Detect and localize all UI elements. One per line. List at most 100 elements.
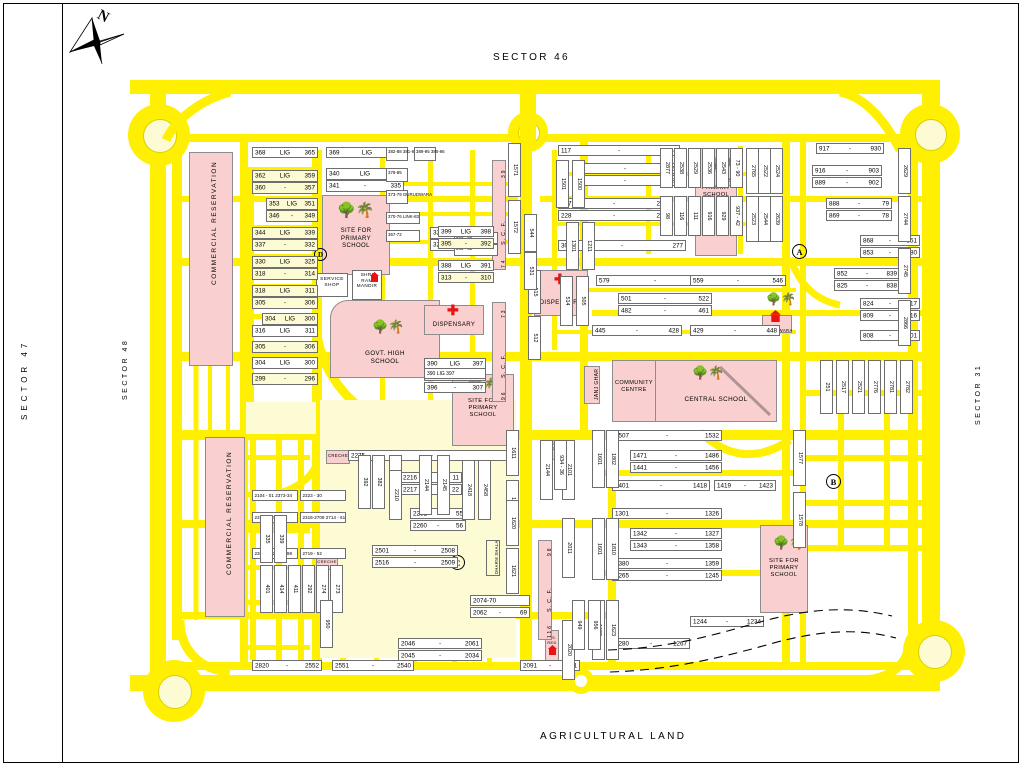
plot-vertical-41[interactable]: 292 xyxy=(302,565,315,613)
plot-row-east-top-6[interactable]: 853-880 xyxy=(860,247,920,258)
plot-row-southwest-5[interactable]: 2501-2508 xyxy=(372,545,458,556)
scf-mid-east[interactable] xyxy=(492,302,506,402)
plot-vertical-45[interactable]: 2517 xyxy=(836,360,849,414)
commercial-reservation-north[interactable] xyxy=(189,152,233,366)
plot-vertical-67[interactable]: 116 xyxy=(674,196,687,236)
plot-row-east-top-11[interactable]: 808-01 xyxy=(860,330,920,341)
plot-row-southeast-9[interactable]: 1265-1245 xyxy=(612,570,722,581)
plot-west-dense-0[interactable]: 2104 - 01 2373-34 xyxy=(252,490,298,501)
plot-row-east-top-1[interactable]: 916-903 xyxy=(812,165,882,176)
plot-row-lig-nw-ext-3[interactable]: 299-296 xyxy=(252,373,318,385)
plot-small-north-3[interactable]: 373-79 GURUDWARA xyxy=(386,190,432,204)
plot-row-east-top-10[interactable]: 809-16 xyxy=(860,310,920,321)
plot-vertical-61[interactable]: 2538 xyxy=(674,148,687,188)
dharm-shala[interactable] xyxy=(486,540,500,576)
govt-high-school[interactable] xyxy=(330,300,440,378)
plot-vertical-38[interactable]: 401 xyxy=(260,565,273,613)
plot-vertical-73[interactable]: 949 xyxy=(572,600,585,650)
plot-row-lig-nw-6[interactable]: 337-332 xyxy=(252,239,318,251)
plot-vertical-0[interactable]: 2144 xyxy=(540,440,553,500)
plot-small-north-4[interactable]: 370-76 LINK-83 xyxy=(386,212,420,224)
plot-small-north-2[interactable]: 378-85 xyxy=(386,168,408,182)
plot-row-southwest-10[interactable]: 2045-2034 xyxy=(398,650,482,661)
plot-vertical-34[interactable]: 392 xyxy=(358,455,371,509)
plot-vertical-31[interactable]: 512 xyxy=(528,316,541,360)
plot-row-centre-north-8[interactable]: 501-522 xyxy=(618,293,712,304)
plot-vertical-64[interactable]: 2543 xyxy=(716,148,729,188)
plot-vertical-55[interactable]: 2639 xyxy=(770,196,783,242)
plot-row-centre-north-7[interactable]: 559-546 xyxy=(690,275,786,286)
plot-vertical-44[interactable]: 251 xyxy=(820,360,833,414)
plot-row-lig-east-3[interactable]: 313-310 xyxy=(438,272,494,283)
plot-small-north-5[interactable]: 367-72 xyxy=(386,230,420,242)
plot-vertical-29[interactable]: 505 xyxy=(576,276,589,326)
plot-row-southwest-8[interactable]: 2062-69 xyxy=(470,607,530,618)
plot-vertical-57[interactable]: 2744 xyxy=(898,196,911,242)
community-centre[interactable] xyxy=(612,360,656,422)
plot-row-southeast-6[interactable]: 1342-1327 xyxy=(630,528,722,539)
plot-small-north-1[interactable]: 389-95 380-86 xyxy=(414,147,445,161)
plot-row-southeast-2[interactable]: 1441-1456 xyxy=(630,462,722,473)
plot-vertical-16[interactable]: 1611 xyxy=(506,430,519,476)
plot-vertical-7[interactable]: 2210 xyxy=(389,470,402,520)
plot-vertical-68[interactable]: 111 xyxy=(688,196,701,236)
lig-strip-center[interactable]: 390 LIG 397 xyxy=(424,368,486,379)
plot-vertical-4[interactable]: 2145 xyxy=(437,455,450,515)
plot-vertical-2[interactable]: 2011 xyxy=(562,518,575,578)
plot-vertical-18[interactable]: 1620 xyxy=(506,500,519,546)
plot-vertical-15[interactable]: 1623 xyxy=(606,600,619,660)
plot-vertical-65[interactable]: 73 - 90 xyxy=(730,148,743,188)
plot-row-east-top-9[interactable]: 824-17 xyxy=(860,298,920,309)
plot-row-centre-north-11[interactable]: 429-448 xyxy=(690,325,780,336)
plot-vertical-5[interactable]: 2144 xyxy=(419,455,432,515)
plot-vertical-43[interactable]: 273 xyxy=(330,565,343,613)
plot-row-southeast-5[interactable]: 1301-1326 xyxy=(612,508,722,519)
plot-vertical-19[interactable]: 1621 xyxy=(506,548,519,594)
plot-vertical-27[interactable]: 1211 xyxy=(582,222,595,270)
plot-row-east-top-4[interactable]: 869-78 xyxy=(826,210,892,221)
plot-row-lig-nw-2[interactable]: 360-357 xyxy=(252,182,318,194)
plot-vertical-36[interactable]: 335 xyxy=(260,515,273,563)
plot-row-southwest-4[interactable]: 2260-56 xyxy=(410,520,466,531)
plot-vertical-56[interactable]: 2629 xyxy=(898,148,911,194)
marker-a[interactable]: A xyxy=(792,244,807,259)
plot-row-southwest-6[interactable]: 2516-2509 xyxy=(372,557,458,568)
plot-row-southwest-9[interactable]: 2046-2061 xyxy=(398,638,482,649)
dispensary-west[interactable] xyxy=(424,305,484,335)
plot-vertical-60[interactable]: 2877 xyxy=(660,148,673,188)
plot-vertical-70[interactable]: 929 xyxy=(716,196,729,236)
plot-vertical-9[interactable]: 2458 xyxy=(478,460,491,520)
plot-row-southeast-0[interactable]: 1507-1532 xyxy=(612,430,722,441)
plot-vertical-3[interactable]: 2020 xyxy=(562,620,575,680)
plot-small-north-0[interactable]: 382-88 381-87 xyxy=(386,147,417,161)
plot-row-east-top-5[interactable]: 868-851 xyxy=(860,235,920,246)
plot-vertical-71[interactable]: 937 - 42 xyxy=(730,196,743,236)
plot-row-east-top-0[interactable]: 917-930 xyxy=(816,143,884,154)
scf-south-east[interactable] xyxy=(538,540,552,640)
plot-west-dense-5[interactable]: 2719 - 52 xyxy=(300,548,346,559)
plot-vertical-37[interactable]: 339 xyxy=(274,515,287,563)
plot-row-east-top-8[interactable]: 825-838 xyxy=(834,280,900,291)
commercial-reservation-south[interactable] xyxy=(205,437,245,617)
plot-vertical-74[interactable]: 956 xyxy=(588,600,601,650)
plot-vertical-58[interactable]: 2745 xyxy=(898,248,911,294)
plot-vertical-10[interactable]: 1601 xyxy=(592,430,605,488)
plot-vertical-75[interactable]: 950 xyxy=(320,600,333,648)
plot-vertical-33[interactable]: 531 xyxy=(524,252,537,290)
plot-vertical-49[interactable]: 2782 xyxy=(900,360,913,414)
marker-b[interactable]: B xyxy=(826,474,841,489)
plot-vertical-24[interactable]: 1501 xyxy=(556,160,569,208)
plot-row-southwest-7[interactable]: 2074-70 xyxy=(470,595,530,606)
plot-vertical-23[interactable]: 1578 xyxy=(793,492,806,548)
plot-row-southeast-1[interactable]: 1471-1486 xyxy=(630,450,722,461)
plot-row-lig-nw-10[interactable]: 305-306 xyxy=(252,297,318,309)
plot-west-dense-3[interactable]: 2323 - 30 xyxy=(300,490,346,501)
